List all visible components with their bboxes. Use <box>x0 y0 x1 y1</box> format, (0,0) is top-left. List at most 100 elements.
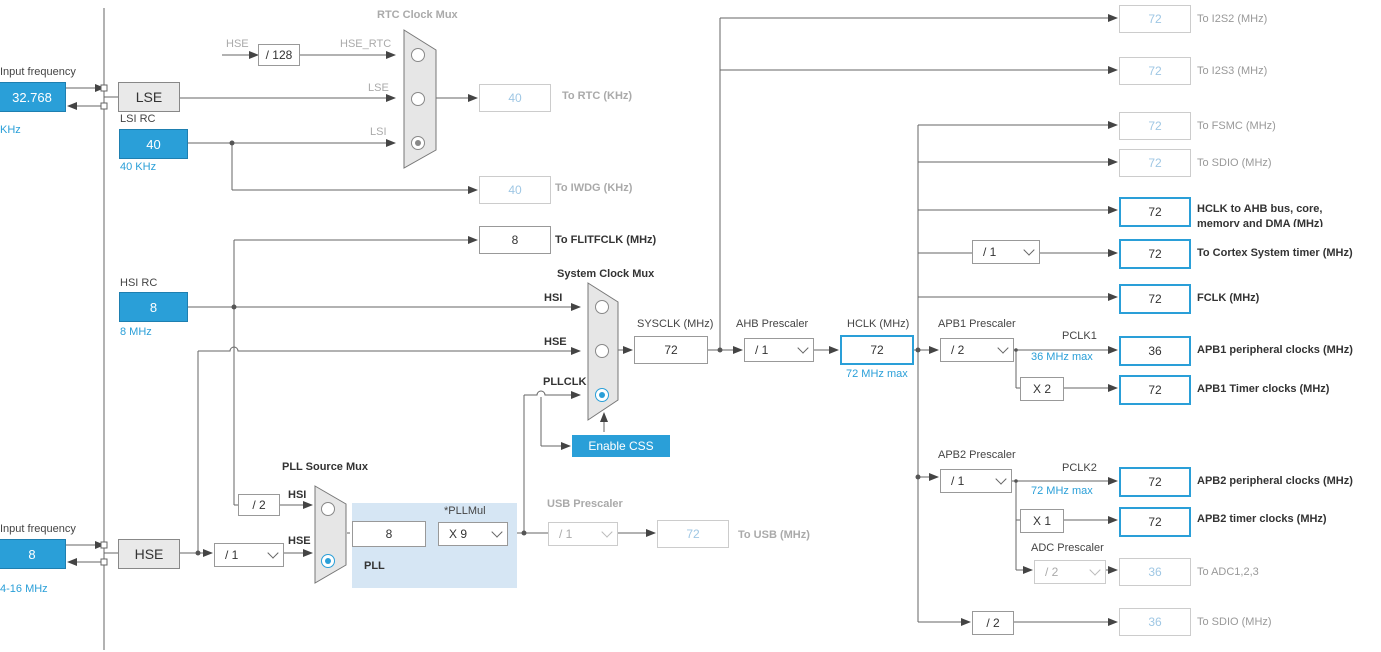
pll-mux-hse: HSE <box>288 535 311 547</box>
enable-css-button[interactable]: Enable CSS <box>572 435 670 457</box>
iwdg-output-label: To IWDG (KHz) <box>555 182 633 194</box>
apb1-periph-label: APB1 peripheral clocks (MHz) <box>1197 344 1353 356</box>
chevron-down-icon <box>997 342 1009 354</box>
hse-rtc-divider: / 128 <box>258 44 300 66</box>
chevron-down-icon <box>601 526 613 538</box>
i2s2-value: 72 <box>1119 5 1191 33</box>
pll-mux-hsi: HSI <box>288 489 307 501</box>
pll-mux-title: PLL Source Mux <box>282 461 368 473</box>
chevron-down-icon <box>491 526 503 538</box>
rtc-hse-label: HSE <box>226 38 249 50</box>
lsi-value: 40 <box>119 129 188 159</box>
apb1-prescaler-select[interactable]: / 2 <box>940 338 1014 362</box>
apb1-timer-value[interactable]: 72 <box>1119 375 1191 405</box>
rtc-output-value: 40 <box>479 84 551 112</box>
lse-input-label: Input frequency <box>0 66 76 78</box>
chevron-down-icon <box>267 547 279 559</box>
flitfclk-label: To FLITFCLK (MHz) <box>555 234 657 246</box>
hse-prediv-select[interactable]: / 1 <box>214 543 284 567</box>
adc-prescaler-value: / 2 <box>1045 565 1059 579</box>
apb2-prescaler-label: APB2 Prescaler <box>938 449 1016 461</box>
pll-mul-value: X 9 <box>449 527 468 541</box>
hclk-ahb-label-2: memory and DMA (MHz) <box>1197 218 1324 227</box>
hsi-pll-divider: / 2 <box>238 494 280 516</box>
usb-prescaler-value: / 1 <box>559 527 573 541</box>
lsi-freq: 40 KHz <box>120 161 157 173</box>
hse-range: 4-16 MHz <box>0 583 48 595</box>
fclk-value[interactable]: 72 <box>1119 284 1191 314</box>
sysclk-label: SYSCLK (MHz) <box>637 318 714 330</box>
pll-source-mux <box>314 485 347 584</box>
apb2-prescaler-value: / 1 <box>951 474 965 488</box>
flitfclk-value: 8 <box>479 226 551 254</box>
pll-mul-label: *PLLMul <box>444 505 486 517</box>
apb1-periph-value[interactable]: 36 <box>1119 336 1191 366</box>
pll-mul-select[interactable]: X 9 <box>438 522 508 546</box>
hclk-ahb-label-1: HCLK to AHB bus, core, <box>1197 203 1323 215</box>
hse-rtc-label: HSE_RTC <box>340 38 392 50</box>
hse-input-frequency[interactable]: 8 <box>0 539 66 569</box>
lse-block[interactable]: LSE <box>118 82 180 112</box>
chevron-down-icon <box>1023 244 1035 256</box>
chevron-down-icon <box>797 342 809 354</box>
apb1-prescaler-value: / 2 <box>951 343 965 357</box>
sdio-label: To SDIO (MHz) <box>1197 157 1272 169</box>
pll-label: PLL <box>364 560 385 572</box>
adc-prescaler-select[interactable]: / 2 <box>1034 560 1106 584</box>
usb-prescaler-select[interactable]: / 1 <box>548 522 618 546</box>
hclk-value[interactable]: 72 <box>840 335 914 365</box>
apb2-periph-value[interactable]: 72 <box>1119 467 1191 497</box>
sdio2-label: To SDIO (MHz) <box>1197 616 1272 628</box>
hclk-max: 72 MHz max <box>846 368 908 380</box>
apb2-prescaler-select[interactable]: / 1 <box>940 469 1012 493</box>
lse-unit: KHz <box>0 124 21 136</box>
hsi-value: 8 <box>119 292 188 322</box>
hclk-label: HCLK (MHz) <box>847 318 910 330</box>
sys-mux-title: System Clock Mux <box>557 268 655 280</box>
fsmc-value: 72 <box>1119 112 1191 140</box>
pclk2-label: PCLK2 <box>1062 462 1097 474</box>
apb2-timer-label: APB2 timer clocks (MHz) <box>1197 513 1327 525</box>
sysclk-value[interactable]: 72 <box>634 336 708 364</box>
sdio-value: 72 <box>1119 149 1191 177</box>
apb1-prescaler-label: APB1 Prescaler <box>938 318 1016 330</box>
hsi-label: HSI RC <box>120 277 158 289</box>
i2s2-label: To I2S2 (MHz) <box>1197 13 1268 25</box>
ahb-prescaler-select[interactable]: / 1 <box>744 338 814 362</box>
rtc-lse-label: LSE <box>368 82 389 94</box>
hse-block[interactable]: HSE <box>118 539 180 569</box>
sys-mux-hsi: HSI <box>544 292 563 304</box>
sdio2-value: 36 <box>1119 608 1191 636</box>
sdio-divider: / 2 <box>972 611 1014 635</box>
chevron-down-icon <box>995 473 1007 485</box>
apb2-periph-label: APB2 peripheral clocks (MHz) <box>1197 475 1353 487</box>
lse-input-frequency[interactable]: 32.768 <box>0 82 66 112</box>
hse-input-label: Input frequency <box>0 523 76 535</box>
fsmc-label: To FSMC (MHz) <box>1197 120 1276 132</box>
adc-output-value: 36 <box>1119 558 1191 586</box>
ahb-prescaler-value: / 1 <box>755 343 769 357</box>
hsi-freq: 8 MHz <box>120 326 152 338</box>
sys-mux-hse: HSE <box>544 336 567 348</box>
hse-prediv-value: / 1 <box>225 548 239 562</box>
cortex-label: To Cortex System timer (MHz) <box>1197 247 1353 259</box>
usb-output-label: To USB (MHz) <box>738 529 810 541</box>
rtc-mux <box>403 29 437 169</box>
apb1-timer-label: APB1 Timer clocks (MHz) <box>1197 383 1330 395</box>
apb1-timer-multiplier: X 2 <box>1020 377 1064 401</box>
adc-output-label: To ADC1,2,3 <box>1197 566 1259 578</box>
lsi-label: LSI RC <box>120 113 156 125</box>
cortex-divider-select[interactable]: / 1 <box>972 240 1040 264</box>
pclk1-label: PCLK1 <box>1062 330 1097 342</box>
rtc-output-label: To RTC (KHz) <box>562 90 633 102</box>
usb-output-value: 72 <box>657 520 729 548</box>
cortex-divider-value: / 1 <box>983 245 997 259</box>
hclk-ahb-value[interactable]: 72 <box>1119 197 1191 227</box>
apb2-timer-multiplier: X 1 <box>1020 509 1064 533</box>
rtc-lsi-label: LSI <box>370 126 387 138</box>
adc-prescaler-label: ADC Prescaler <box>1031 542 1104 554</box>
apb2-timer-value[interactable]: 72 <box>1119 507 1191 537</box>
cortex-value[interactable]: 72 <box>1119 239 1191 269</box>
system-clock-mux <box>587 282 619 421</box>
pclk1-max: 36 MHz max <box>1031 351 1093 363</box>
